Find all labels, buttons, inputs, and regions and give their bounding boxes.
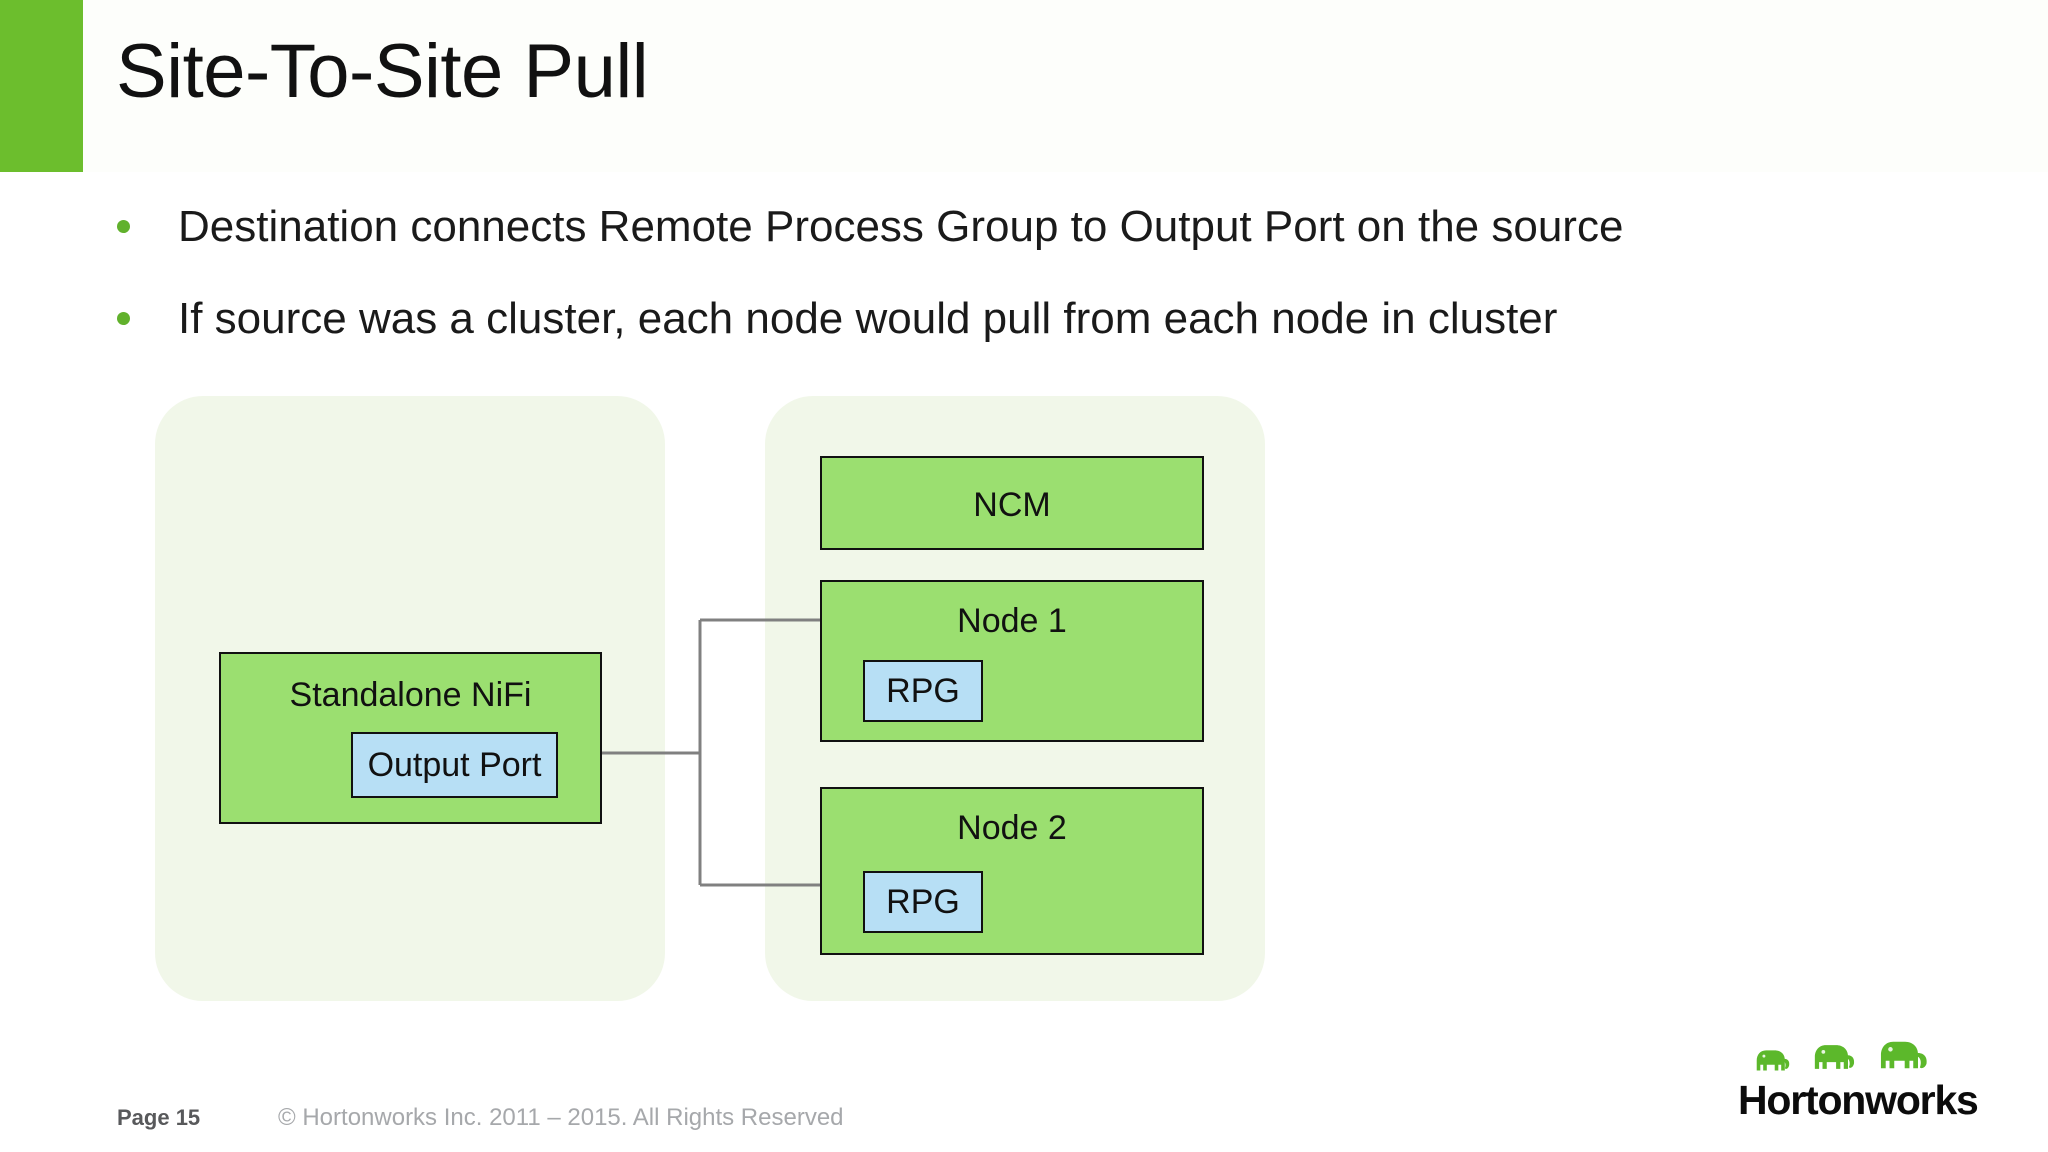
elephant-herd-icon (1756, 1041, 1927, 1071)
slide-footer: Page 15 © Hortonworks Inc. 2011 – 2015. … (0, 1090, 2048, 1152)
standalone-nifi-box[interactable]: Standalone NiFi Output Port (219, 652, 602, 824)
ncm-title: NCM (973, 486, 1051, 524)
node-2-box[interactable]: Node 2 RPG (820, 787, 1204, 955)
node-1-rpg-label: RPG (886, 672, 960, 710)
bullet-item: Destination connects Remote Process Grou… (112, 196, 1972, 258)
slide-header: Site-To-Site Pull (0, 0, 2048, 172)
bullet-text: Destination connects Remote Process Grou… (178, 202, 1624, 251)
node-2-rpg-label: RPG (886, 883, 960, 921)
bullet-item: If source was a cluster, each node would… (112, 288, 1972, 350)
standalone-nifi-title: Standalone NiFi (289, 676, 532, 714)
bullet-text: If source was a cluster, each node would… (178, 294, 1558, 343)
node-1-title: Node 1 (957, 602, 1067, 640)
site-to-site-diagram: Standalone NiFi Output Port NCM Node 1 R… (0, 380, 2048, 1020)
node-1-box[interactable]: Node 1 RPG (820, 580, 1204, 742)
accent-bar (0, 0, 83, 172)
page-title: Site-To-Site Pull (116, 29, 649, 114)
ncm-box[interactable]: NCM (820, 456, 1204, 550)
hortonworks-logo: Hortonworks (1738, 1036, 1979, 1123)
copyright-text: © Hortonworks Inc. 2011 – 2015. All Righ… (278, 1104, 844, 1131)
output-port-box[interactable]: Output Port (351, 732, 558, 798)
bullet-dot-icon (117, 312, 130, 325)
bullet-dot-icon (117, 220, 130, 233)
page-number: Page 15 (117, 1105, 201, 1130)
node-2-rpg-box[interactable]: RPG (863, 871, 983, 933)
output-port-label: Output Port (367, 746, 542, 784)
logo-wordmark: Hortonworks (1738, 1077, 1979, 1123)
node-1-rpg-box[interactable]: RPG (863, 660, 983, 722)
node-2-title: Node 2 (957, 809, 1067, 847)
